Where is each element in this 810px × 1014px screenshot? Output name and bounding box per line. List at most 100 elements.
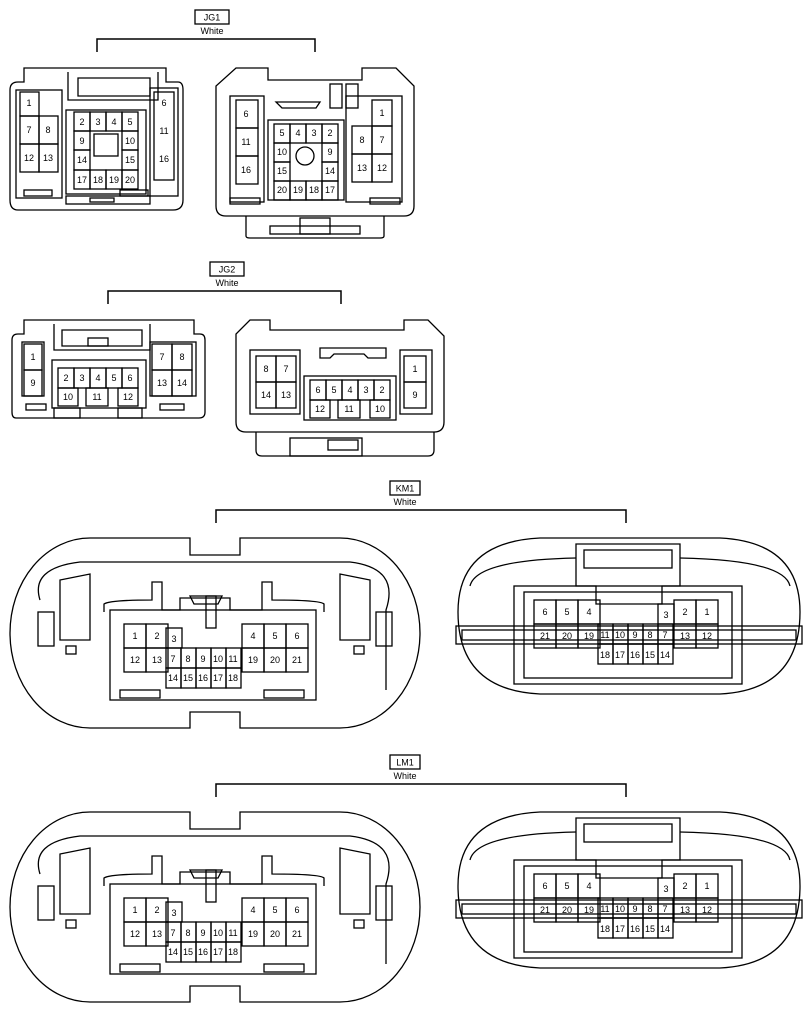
housing-shape bbox=[523, 591, 733, 679]
housing-shape bbox=[65, 109, 147, 195]
housing-outline bbox=[319, 347, 387, 359]
housing-shape bbox=[275, 381, 297, 409]
pin-number: 8 bbox=[45, 125, 50, 135]
center-post bbox=[295, 146, 315, 166]
housing-shape bbox=[229, 95, 265, 203]
pin-number: 2 bbox=[63, 373, 68, 383]
housing-shape bbox=[121, 169, 139, 190]
pin-number: 14 bbox=[177, 378, 187, 388]
pin-number: 7 bbox=[26, 125, 31, 135]
pin-number: 13 bbox=[680, 905, 690, 915]
pin-number: 1 bbox=[30, 352, 35, 362]
pin-number: 9 bbox=[632, 630, 637, 640]
pin-number: 18 bbox=[93, 175, 103, 185]
pin-number: 3 bbox=[311, 128, 316, 138]
pin-number: 14 bbox=[660, 924, 670, 934]
housing-shape bbox=[353, 919, 365, 929]
pin-number: 2 bbox=[327, 128, 332, 138]
housing-shape bbox=[345, 95, 403, 203]
housing-outline bbox=[245, 216, 385, 239]
pin-number: 3 bbox=[171, 634, 176, 644]
pin-number: 4 bbox=[347, 385, 352, 395]
housing-outline bbox=[215, 783, 627, 797]
pin-number: 5 bbox=[127, 117, 132, 127]
pin-number: 19 bbox=[109, 175, 119, 185]
pin-number: 2 bbox=[379, 385, 384, 395]
pin-number: 1 bbox=[132, 905, 137, 915]
housing-shape bbox=[23, 189, 53, 197]
housing-shape bbox=[225, 667, 242, 689]
housing-shape bbox=[263, 963, 305, 973]
housing-shape bbox=[403, 381, 427, 409]
pin-number: 12 bbox=[702, 905, 712, 915]
housing-outline bbox=[9, 67, 184, 211]
housing-shape bbox=[321, 180, 339, 201]
pin-number: 19 bbox=[293, 185, 303, 195]
pin-number: 15 bbox=[645, 650, 655, 660]
housing-shape bbox=[19, 91, 40, 117]
housing-shape bbox=[399, 349, 433, 415]
pin-number: 6 bbox=[243, 109, 248, 119]
pin-number: 4 bbox=[586, 607, 591, 617]
connector-color: White bbox=[200, 26, 223, 36]
pin-number: 4 bbox=[586, 881, 591, 891]
pin-number: 7 bbox=[283, 364, 288, 374]
pin-number: 1 bbox=[412, 364, 417, 374]
housing-shape bbox=[389, 480, 421, 496]
pin-number: 4 bbox=[111, 117, 116, 127]
pin-number: 10 bbox=[213, 654, 223, 664]
pin-number: 6 bbox=[542, 881, 547, 891]
housing-shape bbox=[119, 689, 161, 699]
housing-outline bbox=[575, 543, 681, 605]
housing-shape bbox=[369, 197, 401, 205]
housing-shape bbox=[523, 865, 733, 953]
housing-shape bbox=[285, 647, 309, 673]
housing-shape bbox=[657, 643, 674, 665]
housing-shape bbox=[87, 337, 109, 347]
housing-outline bbox=[469, 831, 791, 861]
pin-number: 11 bbox=[241, 137, 250, 147]
housing-shape bbox=[37, 611, 55, 647]
pin-number: 8 bbox=[185, 654, 190, 664]
housing-outline bbox=[59, 847, 91, 915]
pin-number: 10 bbox=[615, 904, 625, 914]
housing-outline bbox=[37, 835, 390, 964]
pin-number: 4 bbox=[250, 905, 255, 915]
pin-number: 7 bbox=[662, 630, 667, 640]
housing-outline bbox=[215, 509, 627, 523]
housing-shape bbox=[235, 155, 259, 185]
connector-color: White bbox=[393, 497, 416, 507]
pin-number: 2 bbox=[79, 117, 84, 127]
housing-shape bbox=[109, 883, 317, 975]
housing-shape bbox=[205, 869, 217, 903]
housing-outline bbox=[67, 72, 159, 101]
housing-shape bbox=[513, 859, 743, 959]
housing-outline bbox=[469, 557, 791, 587]
housing-shape bbox=[209, 261, 245, 277]
pin-number: 2 bbox=[154, 631, 159, 641]
pin-number: 15 bbox=[183, 673, 193, 683]
housing-shape bbox=[461, 629, 797, 641]
housing-shape bbox=[57, 387, 79, 407]
pin-number: 1 bbox=[379, 108, 384, 118]
housing-shape bbox=[149, 87, 179, 197]
pin-number: 21 bbox=[540, 905, 550, 915]
pin-number: 4 bbox=[295, 128, 300, 138]
housing-shape bbox=[171, 369, 193, 397]
housing-shape bbox=[159, 403, 185, 411]
housing-outline bbox=[457, 811, 801, 969]
pin-number: 9 bbox=[30, 378, 35, 388]
housing-outline bbox=[103, 581, 325, 612]
pin-number: 19 bbox=[584, 905, 594, 915]
pin-number: 16 bbox=[630, 650, 640, 660]
pin-number: 8 bbox=[179, 352, 184, 362]
housing-shape bbox=[577, 897, 601, 923]
pin-number: 2 bbox=[682, 607, 687, 617]
housing-outline bbox=[107, 290, 342, 304]
